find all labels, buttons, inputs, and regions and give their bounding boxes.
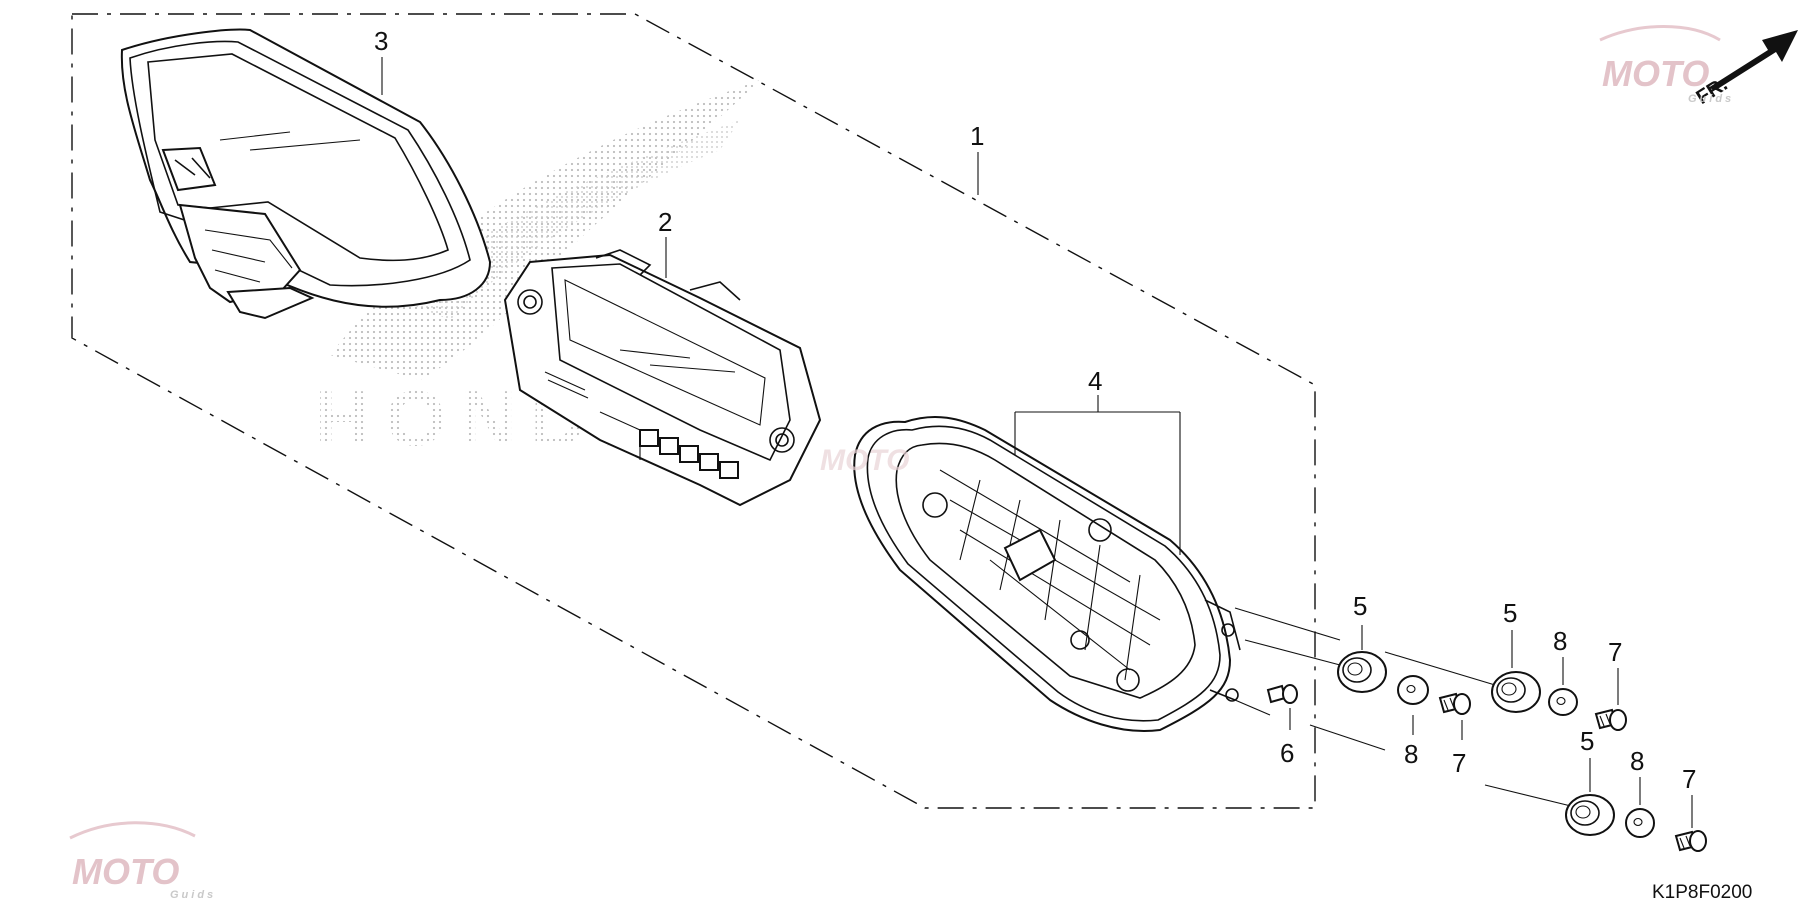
moto-guids-watermark-center: MOTO — [820, 444, 909, 477]
washer-8b — [1548, 688, 1578, 716]
assembly-boundary — [71, 13, 1316, 809]
svg-text:Guids: Guids — [1688, 93, 1734, 105]
svg-text:7: 7 — [1682, 764, 1696, 794]
screw-7b — [1594, 708, 1627, 731]
callout-8b: 8 — [1553, 626, 1567, 685]
svg-text:2: 2 — [658, 207, 672, 237]
svg-text:5: 5 — [1580, 726, 1594, 756]
svg-text:4: 4 — [1088, 366, 1102, 396]
callout-6: 6 — [1280, 708, 1294, 768]
screw-7a — [1438, 692, 1471, 715]
svg-text:5: 5 — [1503, 598, 1517, 628]
svg-text:MOTO: MOTO — [820, 444, 909, 477]
callout-8a: 8 — [1404, 715, 1418, 769]
callout-4: 4 — [1014, 366, 1181, 555]
callout-7a: 7 — [1452, 720, 1466, 778]
svg-text:7: 7 — [1608, 637, 1622, 667]
svg-text:5: 5 — [1353, 591, 1367, 621]
svg-text:1: 1 — [970, 121, 984, 151]
screw-7c — [1674, 830, 1707, 852]
svg-text:8: 8 — [1630, 746, 1644, 776]
washer-8c — [1625, 808, 1655, 838]
callout-5b: 5 — [1503, 598, 1517, 668]
callout-8c: 8 — [1630, 746, 1644, 805]
screw-6 — [1266, 684, 1298, 704]
grommet-5b — [1491, 671, 1541, 713]
grommet-5c — [1565, 794, 1615, 836]
callout-5a: 5 — [1353, 591, 1367, 650]
svg-text:3: 3 — [374, 26, 388, 56]
svg-text:8: 8 — [1404, 739, 1418, 769]
part-3-meter-visor — [120, 28, 492, 320]
svg-text:MOTO: MOTO — [1602, 53, 1709, 94]
callout-2: 2 — [658, 207, 672, 278]
svg-text:6: 6 — [1280, 738, 1294, 768]
moto-guids-watermark-top: MOTO Guids — [1599, 25, 1734, 105]
part-4-meter-case — [853, 416, 1241, 732]
moto-guids-watermark-bottom: MOTO Guids — [69, 821, 216, 901]
callout-3: 3 — [374, 26, 388, 95]
svg-text:Guids: Guids — [170, 889, 216, 901]
callout-1: 1 — [970, 121, 984, 195]
washer-8a — [1397, 675, 1429, 705]
svg-text:MOTO: MOTO — [72, 851, 179, 892]
leader-lines — [1234, 607, 1576, 808]
svg-text:8: 8 — [1553, 626, 1567, 656]
drawing-code: K1P8F0200 — [1652, 882, 1752, 903]
svg-text:7: 7 — [1452, 748, 1466, 778]
callout-7c: 7 — [1682, 764, 1696, 828]
callout-7b: 7 — [1608, 637, 1622, 705]
part-2-lcd-unit — [503, 249, 822, 507]
callout-5c: 5 — [1580, 726, 1594, 792]
grommet-5a — [1337, 651, 1387, 693]
